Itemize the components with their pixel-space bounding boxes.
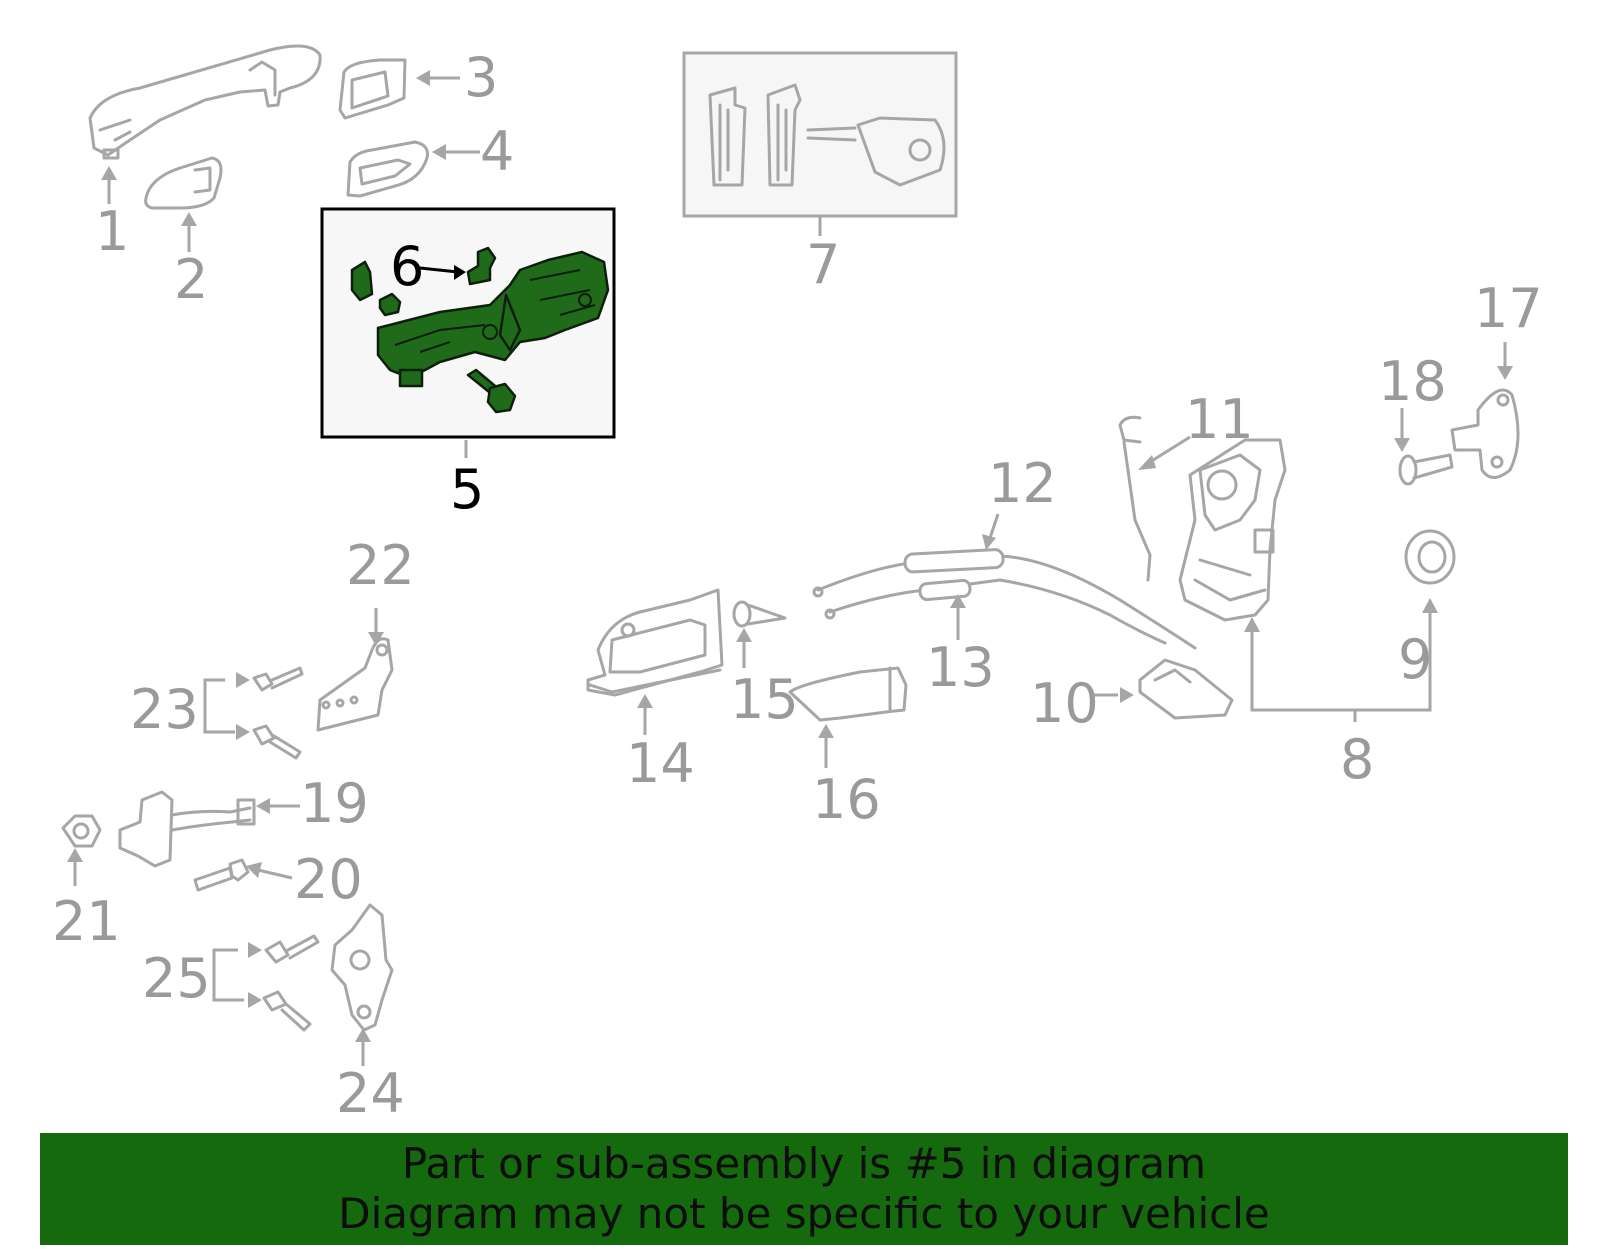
callout-12: 12 — [988, 452, 1057, 515]
part-9-washer — [1404, 529, 1456, 585]
banner-line-1: Part or sub-assembly is #5 in diagram — [401, 1139, 1207, 1188]
part-5-clip — [378, 292, 402, 317]
callout-7: 7 — [806, 233, 840, 296]
part-1-outside-handle — [88, 44, 322, 160]
callout-4: 4 — [480, 120, 514, 183]
part-17-striker — [1450, 388, 1520, 479]
callout-21: 21 — [52, 890, 121, 953]
callout-3: 3 — [464, 46, 498, 109]
part-7-lock-cylinder-set — [682, 51, 958, 236]
callout-22: 22 — [346, 534, 415, 597]
callout-14: 14 — [626, 732, 695, 795]
part-12-13-cables — [812, 548, 1197, 650]
part-18-screw — [1398, 453, 1454, 486]
callout-16: 16 — [812, 768, 881, 831]
callout-11: 11 — [1185, 388, 1254, 451]
part-5-clip — [350, 260, 374, 302]
part-22-hinge — [316, 637, 394, 732]
part-5-frame-assembly-box — [320, 207, 616, 439]
callout-10: 10 — [1030, 672, 1099, 735]
callout-24: 24 — [336, 1062, 405, 1125]
callout-8: 8 — [1340, 728, 1374, 791]
callout-13: 13 — [926, 636, 995, 699]
callout-labels: 1 2 3 4 5 6 7 8 9 10 11 12 13 14 15 16 1… — [52, 46, 1543, 1125]
callout-6: 6 — [390, 235, 424, 298]
part-19-door-check — [118, 790, 256, 868]
callout-19: 19 — [300, 772, 369, 835]
callout-2: 2 — [174, 248, 208, 311]
part-25-bolts — [212, 934, 320, 1032]
callout-25: 25 — [142, 947, 211, 1010]
part-14-inside-handle — [586, 588, 724, 697]
callout-1: 1 — [95, 200, 129, 263]
part-8-door-latch — [1178, 438, 1438, 722]
part-15-clip — [732, 600, 787, 628]
part-20-bolt — [193, 858, 250, 892]
part-3-gasket — [338, 58, 407, 120]
part-23-bolts — [203, 666, 304, 760]
part-4-gasket — [346, 140, 429, 198]
callout-20: 20 — [294, 848, 363, 911]
leader-arrows — [67, 70, 1513, 1066]
callout-17: 17 — [1474, 277, 1543, 340]
callout-18: 18 — [1378, 350, 1447, 413]
part-16-pad — [788, 666, 908, 722]
callout-15: 15 — [730, 668, 799, 731]
callout-5: 5 — [450, 458, 484, 521]
part-24-hinge — [330, 903, 394, 1032]
part-6-clip — [419, 246, 497, 286]
banner-line-2: Diagram may not be specific to your vehi… — [338, 1189, 1270, 1238]
callout-9: 9 — [1398, 628, 1432, 691]
info-banner: Part or sub-assembly is #5 in diagram Di… — [40, 1133, 1568, 1245]
part-10-bracket — [1138, 658, 1234, 720]
callout-23: 23 — [130, 678, 199, 741]
part-2-handle-gasket — [144, 156, 223, 210]
part-11-lock-rod — [1118, 415, 1152, 582]
part-21-nut — [61, 814, 102, 848]
